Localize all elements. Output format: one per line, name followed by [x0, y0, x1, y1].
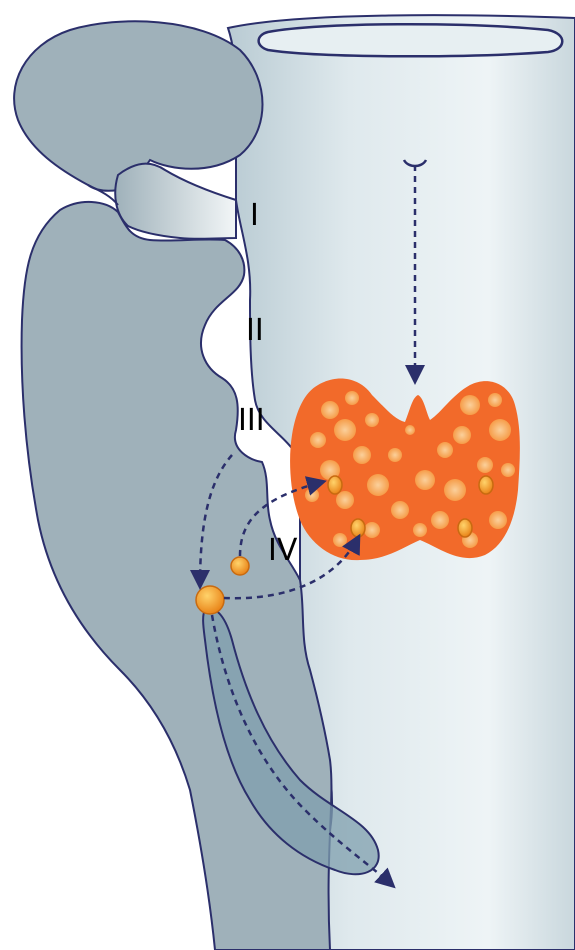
pouch-label-iii: III [238, 403, 265, 438]
pouch-label-i: I [250, 198, 259, 233]
parathyroid-gland-large [196, 586, 224, 614]
pouch-label-iv: IV [268, 533, 298, 568]
tube-rim [259, 24, 563, 56]
parathyroid-gland-small [231, 557, 249, 575]
pouch-label-ii: II [246, 313, 264, 348]
